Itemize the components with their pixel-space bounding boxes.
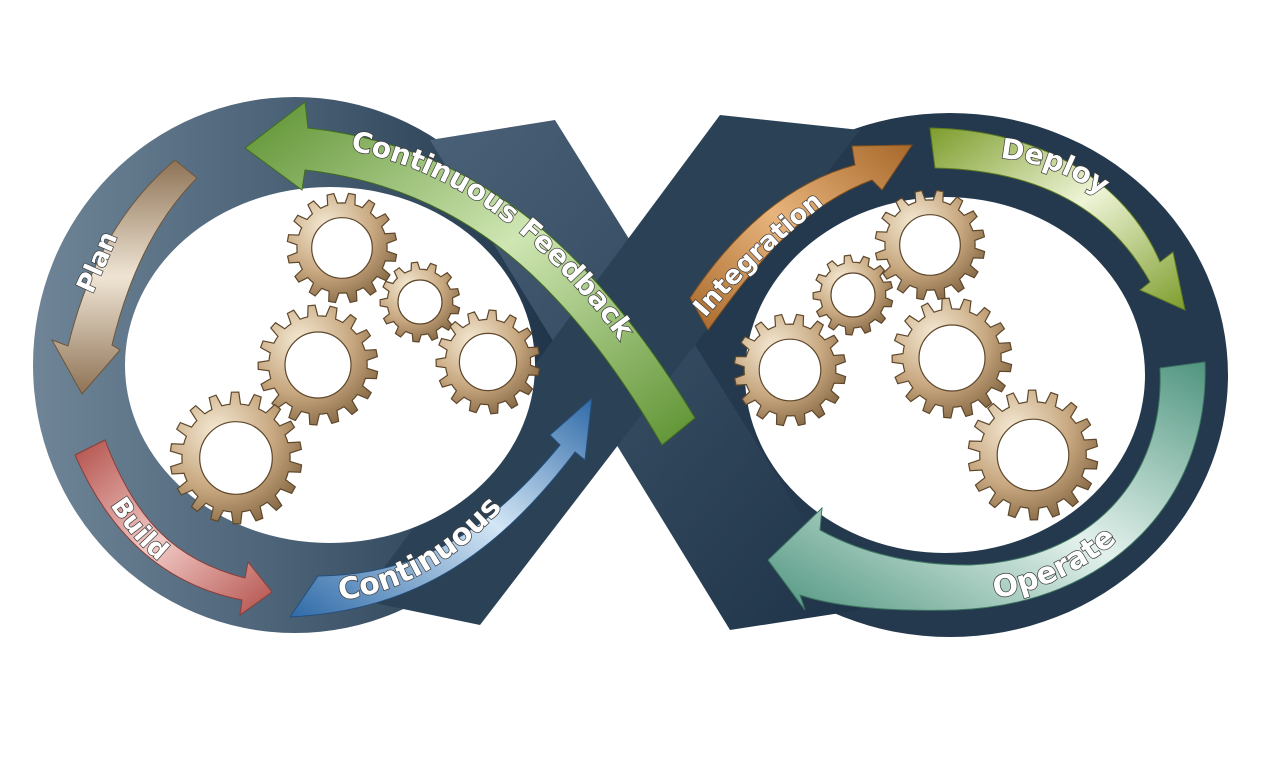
gear-hole xyxy=(918,324,986,392)
gear-hole xyxy=(996,418,1070,492)
gear-hole xyxy=(899,214,961,276)
gears xyxy=(169,189,1099,525)
gear-hole xyxy=(284,331,352,399)
integration-arrow xyxy=(689,144,913,331)
continuous-arrow xyxy=(289,396,593,618)
gear-hole xyxy=(397,279,443,325)
gear-hole xyxy=(758,338,822,402)
gear-hole xyxy=(311,217,373,279)
plan-arrow xyxy=(50,159,198,395)
gear-hole xyxy=(458,332,518,392)
stage-arrows xyxy=(50,101,1206,618)
gear-hole xyxy=(830,272,876,318)
continuous-feedback-arrow xyxy=(244,101,696,446)
build-arrow xyxy=(74,439,273,617)
deploy-arrow xyxy=(929,127,1186,311)
operate-arrow xyxy=(767,361,1206,611)
gear-hole xyxy=(199,421,273,495)
